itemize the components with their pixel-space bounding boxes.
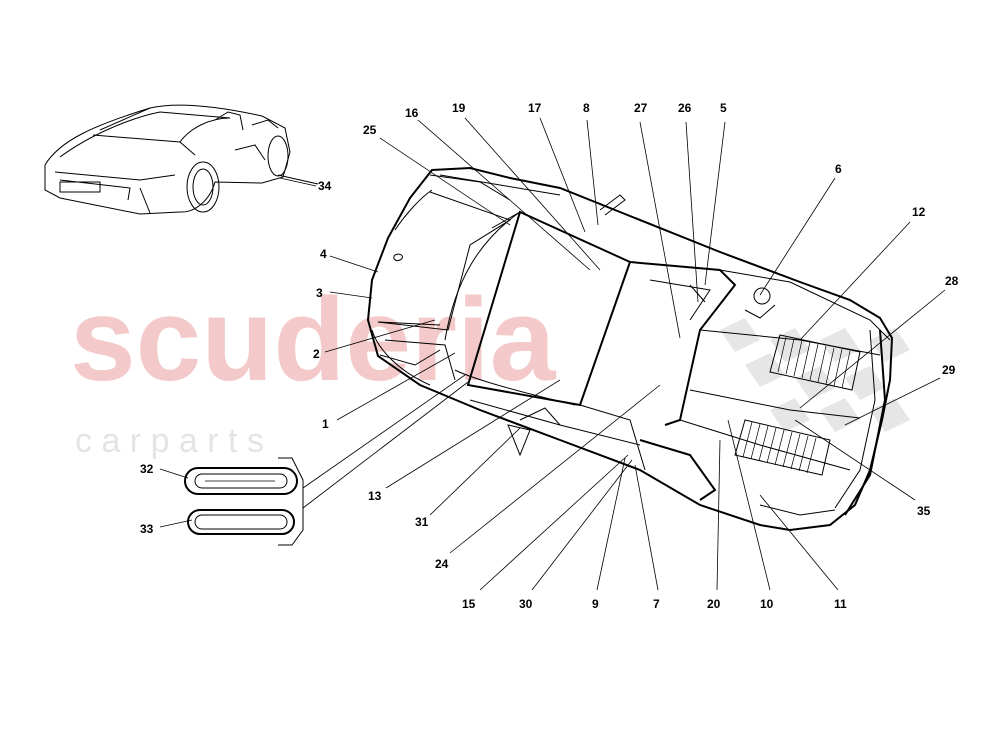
callout-2: 2 [313,347,320,361]
callout-3: 3 [316,286,323,300]
rear-vent-lower [734,419,831,476]
callout-34: 34 [318,179,332,193]
callout-5: 5 [720,101,727,115]
callout-35: 35 [917,504,931,518]
callout-11: 11 [834,597,847,611]
callout-20: 20 [707,597,721,611]
callout-32: 32 [140,462,154,476]
callout-1: 1 [322,417,329,431]
callout-7: 7 [653,597,660,611]
callout-25: 25 [363,123,377,137]
rear-vent-upper [769,334,861,391]
watermark: scuderia c a r p a r t s [70,274,910,460]
callout-33: 33 [140,522,154,536]
watermark-sub: c a r p a r t s [75,422,264,460]
callout-6: 6 [835,162,842,176]
callout-24: 24 [435,557,449,571]
watermark-brand: scuderia [70,274,557,406]
callout-4: 4 [320,247,327,261]
callout-31: 31 [415,515,429,529]
callout-8: 8 [583,101,590,115]
callout-28: 28 [945,274,959,288]
callout-29: 29 [942,363,956,377]
spyder-perspective-illustration [44,104,319,215]
callout-26: 26 [678,101,692,115]
callout-15: 15 [462,597,476,611]
callout-30: 30 [519,597,533,611]
badge-detail-inset [184,457,304,546]
leader-lines [159,117,946,591]
callout-10: 10 [760,597,774,611]
callout-13: 13 [368,489,382,503]
callout-19: 19 [452,101,466,115]
callout-12: 12 [912,205,926,219]
callout-27: 27 [634,101,648,115]
callout-17: 17 [528,101,542,115]
callout-9: 9 [592,597,599,611]
callout-16: 16 [405,106,419,120]
callout-labels: 34 25 16 19 17 8 27 26 5 6 12 28 29 35 4… [140,101,959,611]
main-car-top-view [366,166,894,532]
